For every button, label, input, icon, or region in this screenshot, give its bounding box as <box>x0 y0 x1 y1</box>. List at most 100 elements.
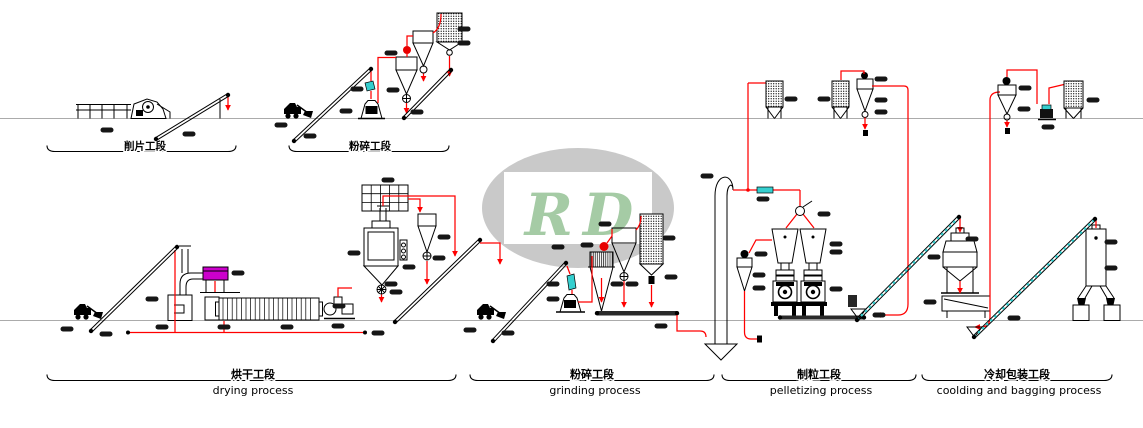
pellet-mill-bin <box>771 228 799 282</box>
equipment-tag <box>463 327 477 333</box>
equipment-tags <box>60 26 1118 337</box>
cyclone <box>997 77 1017 121</box>
equipment-tag <box>432 255 446 261</box>
equipment-tag <box>625 281 639 287</box>
section-label-crushing: 粉碎工段 <box>349 140 391 153</box>
equipment-tag <box>100 127 114 133</box>
section-label-chipping: 削片工段 <box>124 140 166 153</box>
belt-conveyor <box>88 244 180 334</box>
pellet-mill <box>771 280 799 316</box>
section-sublabel-pelletizing: pelletizing process <box>770 384 873 397</box>
section-sublabel-cooling: coolding and bagging process <box>937 384 1102 397</box>
equipment-tag <box>546 296 560 302</box>
equipment-tag <box>381 177 395 183</box>
grinding-section: 粉碎工段 grinding process <box>469 213 715 397</box>
equipment-tag <box>1104 239 1118 245</box>
belt-conveyor <box>854 214 962 323</box>
wheel-loader <box>73 303 104 321</box>
equipment-tag <box>965 236 979 242</box>
magnet-separator <box>566 273 577 291</box>
bagging-scale <box>1072 298 1090 321</box>
equipment-tag <box>817 211 831 217</box>
equipment-tag <box>1017 106 1031 112</box>
screw-conveyor <box>780 315 864 320</box>
equipment-tag <box>752 272 766 278</box>
equipment-tag <box>598 221 612 227</box>
screw-conveyor <box>597 311 677 316</box>
rotary-drum-dryer <box>215 297 323 321</box>
equipment-tag <box>501 330 515 336</box>
hammer-mill <box>358 100 385 120</box>
drying-brace <box>46 374 457 382</box>
belt-conveyor <box>401 67 454 121</box>
cyclone <box>856 72 874 118</box>
pelletizing-section: 制粒工段 pelletizing process <box>721 70 917 397</box>
section-label-grinding: 粉碎工段 <box>570 367 614 381</box>
equipment-tag <box>347 250 361 256</box>
belt-conveyor <box>153 92 231 142</box>
equipment-tag <box>457 26 471 32</box>
equipment-tag <box>546 281 560 287</box>
equipment-tag <box>754 251 768 257</box>
section-label-pelletizing: 制粒工段 <box>797 367 841 381</box>
equipment-tag <box>384 281 398 287</box>
equipment-tag <box>231 270 245 276</box>
equipment-tag <box>654 323 668 329</box>
multi-cyclone-sifter <box>588 251 615 313</box>
fan <box>599 242 609 251</box>
wheel-loader <box>283 102 314 120</box>
cyclone <box>412 30 434 74</box>
equipment-tag <box>874 109 888 115</box>
equipment-tag <box>1007 315 1021 321</box>
exhaust-fan <box>1038 104 1056 121</box>
chipping-brace <box>46 145 237 153</box>
flow-detector <box>756 186 774 194</box>
conveyor-accent <box>973 218 1096 338</box>
section-sublabel-drying: drying process <box>213 384 294 397</box>
equipment-tag <box>1086 97 1100 103</box>
bucket-elevator <box>703 176 739 361</box>
equipment-tag <box>784 96 798 102</box>
equipment-tag <box>662 235 676 241</box>
equipment-tag <box>923 299 937 305</box>
equipment-tag <box>927 254 941 260</box>
log-infeed-deck <box>76 104 131 119</box>
feeder <box>200 266 240 293</box>
equipment-tag <box>829 286 843 292</box>
belt-conveyor <box>971 216 1098 340</box>
equipment-tag <box>817 96 831 102</box>
equipment-tag <box>389 289 403 295</box>
equipment-tag <box>874 76 888 82</box>
equipment-tag <box>274 122 288 128</box>
equipment-tag <box>700 173 714 179</box>
equipment-tag <box>437 234 451 240</box>
equipment-tag <box>339 108 353 114</box>
equipment-tag <box>350 86 364 92</box>
wheel-loader <box>476 303 507 321</box>
dust-collector-silo <box>1063 80 1084 119</box>
cyclone <box>736 250 753 293</box>
equipment-tag <box>371 330 385 336</box>
cyclone <box>417 213 437 261</box>
equipment-tag <box>1041 124 1055 130</box>
equipment-tag <box>99 331 113 337</box>
belt-conveyor <box>291 66 374 144</box>
storage-silo <box>765 80 784 119</box>
equipment-tag <box>145 296 159 302</box>
equipment-tag <box>402 264 416 270</box>
equipment-tag <box>752 285 766 291</box>
crushing-brace <box>288 145 450 153</box>
pulse-dust-collector <box>638 213 665 284</box>
equipment-tag <box>182 131 196 137</box>
equipment-tag <box>155 324 169 330</box>
equipment-tag <box>280 324 294 330</box>
equipment-tag <box>331 323 345 329</box>
pellet-mill <box>799 280 827 316</box>
belt-conveyor <box>490 260 569 344</box>
settling-chamber <box>361 184 409 212</box>
section-sublabel-grinding: grinding process <box>549 384 641 397</box>
equipment-tag <box>551 244 565 250</box>
chipping-section: 削片工段 <box>46 96 237 154</box>
hammer-mill <box>556 294 585 313</box>
drum-inlet-box <box>204 296 220 321</box>
